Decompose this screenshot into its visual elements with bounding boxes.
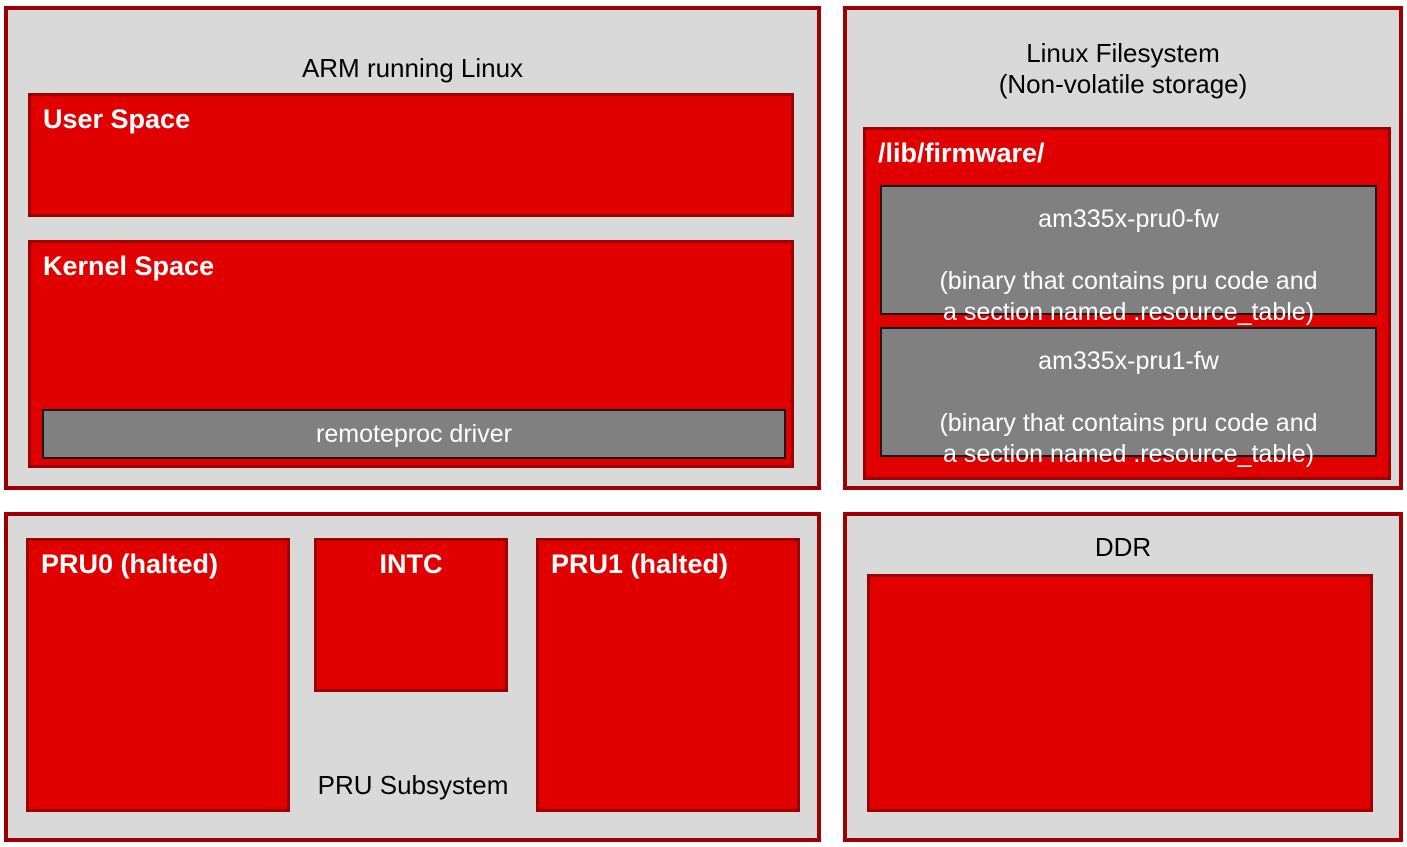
panel-linux-filesystem: Linux Filesystem (Non-volatile storage) … [843,6,1403,490]
panel-title-arm: ARM running Linux [301,53,524,83]
panel-arm-running-linux: ARM running Linux User Space Kernel Spac… [4,6,821,490]
block-label-pru1: PRU1 (halted) [551,549,729,579]
block-label-lib-firmware: /lib/firmware/ [878,138,1045,168]
block-pru0: PRU0 (halted) [26,538,290,812]
block-user-space: User Space [28,93,794,217]
panel-title-ddr: DDR [1094,532,1152,562]
firmware-file-description-pru1: (binary that contains pru code and a sec… [939,408,1318,468]
block-label-pru0: PRU0 (halted) [41,549,219,579]
firmware-file-pru0: am335x-pru0-fw (binary that contains pru… [880,185,1377,326]
block-lib-firmware-directory: /lib/firmware/ am335x-pru0-fw (binary th… [863,127,1391,480]
block-ddr-memory [867,574,1373,812]
block-intc: INTC [314,538,508,692]
panel-title-filesystem: Linux Filesystem (Non-volatile storage) [998,38,1248,99]
firmware-file-name-pru0: am335x-pru0-fw [1038,204,1219,233]
panel-ddr: DDR [843,512,1403,842]
block-label-intc: INTC [379,549,443,579]
firmware-file-name-pru1: am335x-pru1-fw [1038,346,1219,375]
panel-title-pru-subsystem: PRU Subsystem [317,770,509,800]
block-kernel-space: Kernel Space remoteproc driver [28,240,794,468]
block-remoteproc-driver: remoteproc driver [42,409,786,459]
firmware-file-pru1: am335x-pru1-fw (binary that contains pru… [880,327,1377,468]
block-label-user-space: User Space [43,104,191,134]
block-pru1: PRU1 (halted) [536,538,800,812]
panel-pru-subsystem: PRU0 (halted) INTC PRU1 (halted) PRU Sub… [4,512,821,842]
block-label-kernel-space: Kernel Space [43,251,215,281]
firmware-file-description-pru0: (binary that contains pru code and a sec… [939,266,1318,326]
